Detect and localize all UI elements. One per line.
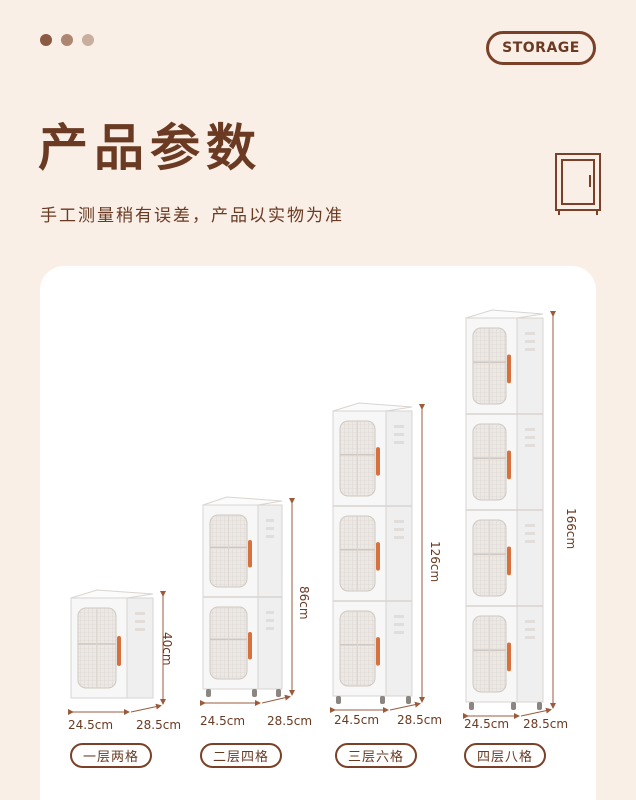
cabinet-1-side-vent <box>135 612 145 615</box>
height-label-4: 166cm <box>564 508 578 550</box>
cabinet-4-side-vent <box>525 348 535 351</box>
page-subtitle: 手工测量稍有误差，产品以实物为准 <box>40 206 344 226</box>
cabinet-4-depth-line <box>520 707 552 717</box>
cabinet-4-side-vent <box>525 340 535 343</box>
cabinet-2-side-vent <box>266 611 274 614</box>
width-label-2: 24.5cm <box>200 714 246 728</box>
cabinet-4-wheel <box>537 702 542 710</box>
height-label-1: 40cm <box>160 632 174 666</box>
cabinet-2-side-vent <box>266 619 274 622</box>
decorative-dots <box>40 34 94 46</box>
storage-badge: STORAGE <box>486 31 596 65</box>
cabinet-2-handle <box>248 539 252 568</box>
cabinet-1-side-vent <box>135 628 145 631</box>
cabinet-3-side-vent <box>394 528 404 531</box>
cabinet-4-side-vent <box>525 436 535 439</box>
cabinet-4-handle <box>507 642 511 672</box>
cabinet-2-depth-line <box>261 694 291 704</box>
cabinet-1-depth-line <box>130 703 162 713</box>
cabinet-4-side-vent <box>525 636 535 639</box>
cabinet-4-wheel <box>511 702 516 710</box>
cabinet-4-side-vent <box>525 620 535 623</box>
depth-label-3: 28.5cm <box>397 713 443 727</box>
cabinet-2-top <box>202 496 283 506</box>
cabinet-3-side-vent <box>394 536 404 539</box>
cabinet-1-handle <box>117 636 121 666</box>
cabinet-4-handle <box>507 450 511 480</box>
cabinet-2-wheel <box>252 689 257 697</box>
cabinet-4-side-vent <box>525 428 535 431</box>
depth-label-4: 28.5cm <box>523 717 569 731</box>
cabinet-2-wheel <box>206 689 211 697</box>
cabinet-3-side-vent <box>394 623 404 626</box>
dot-3 <box>82 34 94 46</box>
cabinet-4-handle <box>507 354 511 384</box>
cabinet-3-wheel <box>406 696 411 704</box>
cabinet-2-side-vent <box>266 627 274 630</box>
cabinet-3-side <box>385 410 413 697</box>
cabinet-4-handle <box>507 546 511 576</box>
cabinet-3-side-vent <box>394 520 404 523</box>
cabinet-2-wheel <box>276 689 281 697</box>
width-label-1: 24.5cm <box>68 718 114 732</box>
dot-2 <box>61 34 73 46</box>
height-label-2: 86cm <box>297 586 311 620</box>
dot-1 <box>40 34 52 46</box>
width-label-4: 24.5cm <box>464 717 510 731</box>
cabinet-outline-icon <box>555 153 601 215</box>
cabinet-3-handle <box>376 542 380 571</box>
cabinet-2-side-vent <box>266 527 274 530</box>
cabinet-3-wheel <box>336 696 341 704</box>
product-label-4: 四层八格 <box>464 743 546 768</box>
cabinet-4-side-vent <box>525 540 535 543</box>
product-label-2: 二层四格 <box>200 743 282 768</box>
cabinet-3-side-vent <box>394 441 404 444</box>
width-label-3: 24.5cm <box>334 713 380 727</box>
cabinet-3-wheel <box>380 696 385 704</box>
cabinet-4-side-vent <box>525 524 535 527</box>
depth-label-2: 28.5cm <box>267 714 313 728</box>
cabinet-3-side-vent <box>394 631 404 634</box>
cabinet-1-top <box>70 589 154 599</box>
product-label-1: 一层两格 <box>70 743 152 768</box>
cabinet-3-depth-line <box>389 701 421 711</box>
product-label-3: 三层六格 <box>335 743 417 768</box>
height-label-3: 126cm <box>428 541 442 583</box>
cabinet-3-side-vent <box>394 425 404 428</box>
page-title: 产品参数 <box>38 119 262 177</box>
cabinet-3-top <box>332 402 413 412</box>
cabinet-4-side-vent <box>525 444 535 447</box>
cabinet-1-side-vent <box>135 620 145 623</box>
depth-label-1: 28.5cm <box>136 718 182 732</box>
cabinet-3-handle <box>376 637 380 666</box>
cabinet-2-side-vent <box>266 519 274 522</box>
cabinet-3-side-vent <box>394 615 404 618</box>
cabinet-3-handle <box>376 447 380 476</box>
cabinet-4-side-vent <box>525 332 535 335</box>
cabinet-4-wheel <box>469 702 474 710</box>
cabinet-4-side-vent <box>525 628 535 631</box>
cabinet-2-side-vent <box>266 535 274 538</box>
cabinet-2-handle <box>248 631 252 660</box>
cabinet-4-side-vent <box>525 532 535 535</box>
cabinet-3-side-vent <box>394 433 404 436</box>
cabinet-4-top <box>465 309 544 319</box>
